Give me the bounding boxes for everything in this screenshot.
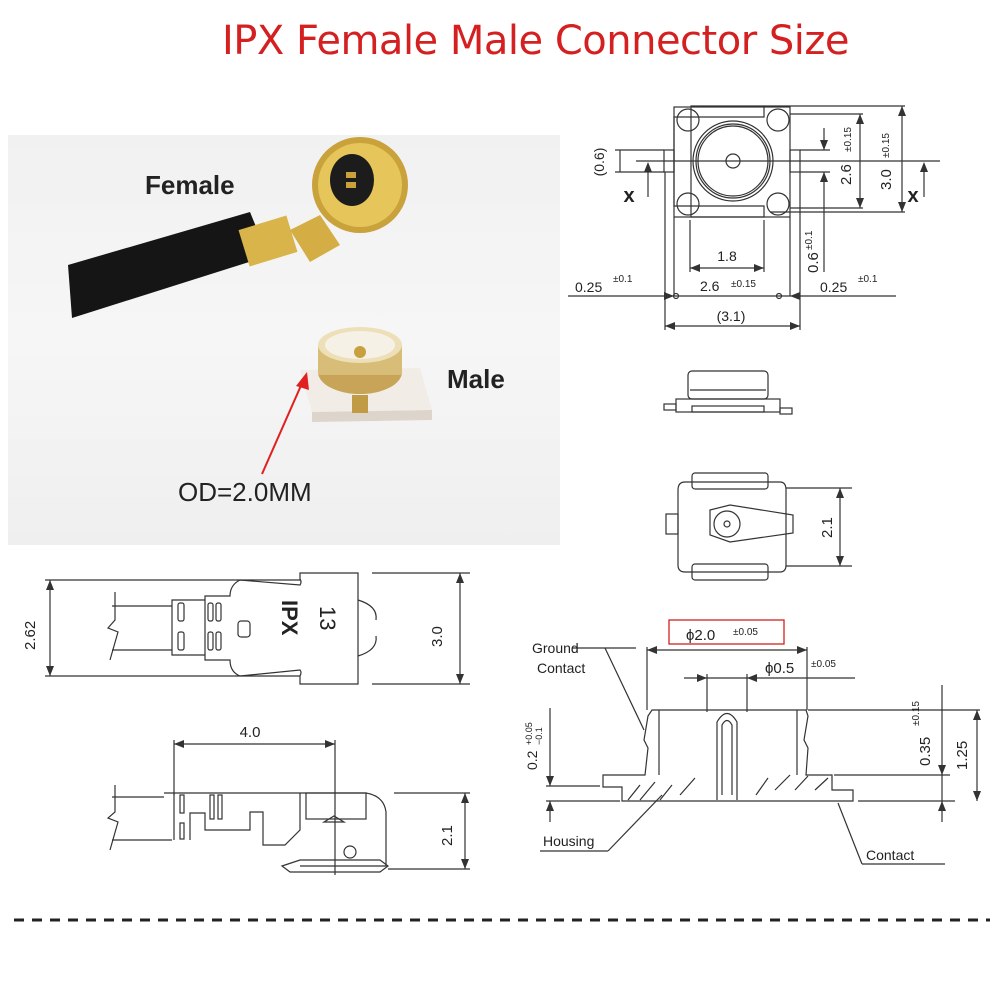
dim-0.6: 0.6 [805, 252, 822, 273]
dim-4.0: 4.0 [240, 724, 261, 741]
dim-0.6-tol: ±0.1 [804, 230, 815, 250]
dim-phi-2.0-tol: ±0.05 [733, 627, 758, 638]
ground-contact-label-1: Ground [532, 640, 579, 656]
dim-0.25-right-tol: ±0.1 [858, 274, 878, 285]
dim-0.2-tol-plus: +0.05 [524, 722, 534, 745]
od-label: OD=2.0MM [178, 477, 312, 507]
x-marker-left: x [623, 185, 634, 207]
dim-2.6-horizontal-tol: ±0.15 [731, 279, 756, 290]
receptacle-bottom-view [665, 472, 852, 581]
dim-3.0-vertical: 3.0 [878, 169, 895, 190]
dim-0.2-tol-minus: −0.1 [534, 727, 544, 745]
dim-0.2: 0.2 [524, 750, 540, 770]
x-marker-right: x [907, 185, 918, 207]
male-label: Male [447, 364, 505, 394]
plug-top-view [45, 572, 470, 685]
plug-side-view [106, 740, 470, 875]
dim-2.1-side: 2.1 [439, 825, 456, 846]
receptacle-section-view [540, 619, 980, 865]
od-arrow-icon [261, 380, 304, 475]
dim-0.35-tol: ±0.15 [911, 701, 922, 726]
dim-phi-2.0: ϕ2.0 [686, 627, 715, 644]
dim-2.62: 2.62 [22, 621, 39, 650]
ipx-marking: IPX [277, 600, 302, 636]
receptacle-side-view [663, 370, 793, 415]
receptacle-top-view [568, 105, 940, 330]
dim-3.0-plug: 3.0 [429, 626, 446, 647]
dim-2.6-horizontal: 2.6 [700, 278, 720, 294]
female-label: Female [145, 170, 235, 200]
dim-phi-0.5: ϕ0.5 [765, 660, 794, 677]
housing-label: Housing [543, 833, 594, 849]
dim-0.6-paren: (0.6) [591, 148, 607, 177]
dim-0.25-left-tol: ±0.1 [613, 274, 633, 285]
dim-2.6-vertical: 2.6 [838, 164, 855, 185]
dim-1.25: 1.25 [954, 741, 971, 770]
dim-2.1-bottom: 2.1 [819, 517, 836, 538]
dim-0.25-right: 0.25 [820, 279, 847, 295]
ground-contact-label-2: Contact [537, 660, 585, 676]
crimp-sleeve [238, 215, 298, 267]
dim-2.6-vertical-tol: ±0.15 [843, 127, 854, 152]
contact-label: Contact [866, 847, 914, 863]
product-photo [8, 135, 560, 545]
male-connector-icon [300, 327, 432, 422]
dim-0.25-left: 0.25 [575, 279, 602, 295]
highlight-box [668, 619, 785, 645]
dim-1.8: 1.8 [717, 248, 737, 264]
page-title: IPX Female Male Connector Size [222, 18, 849, 64]
number-marking: 13 [315, 606, 340, 630]
female-connector-icon [290, 137, 408, 262]
dim-3.1: (3.1) [717, 308, 746, 324]
dim-phi-0.5-tol: ±0.05 [811, 659, 836, 670]
dim-0.35: 0.35 [917, 737, 934, 766]
dim-3.0-vertical-tol: ±0.15 [881, 133, 892, 158]
